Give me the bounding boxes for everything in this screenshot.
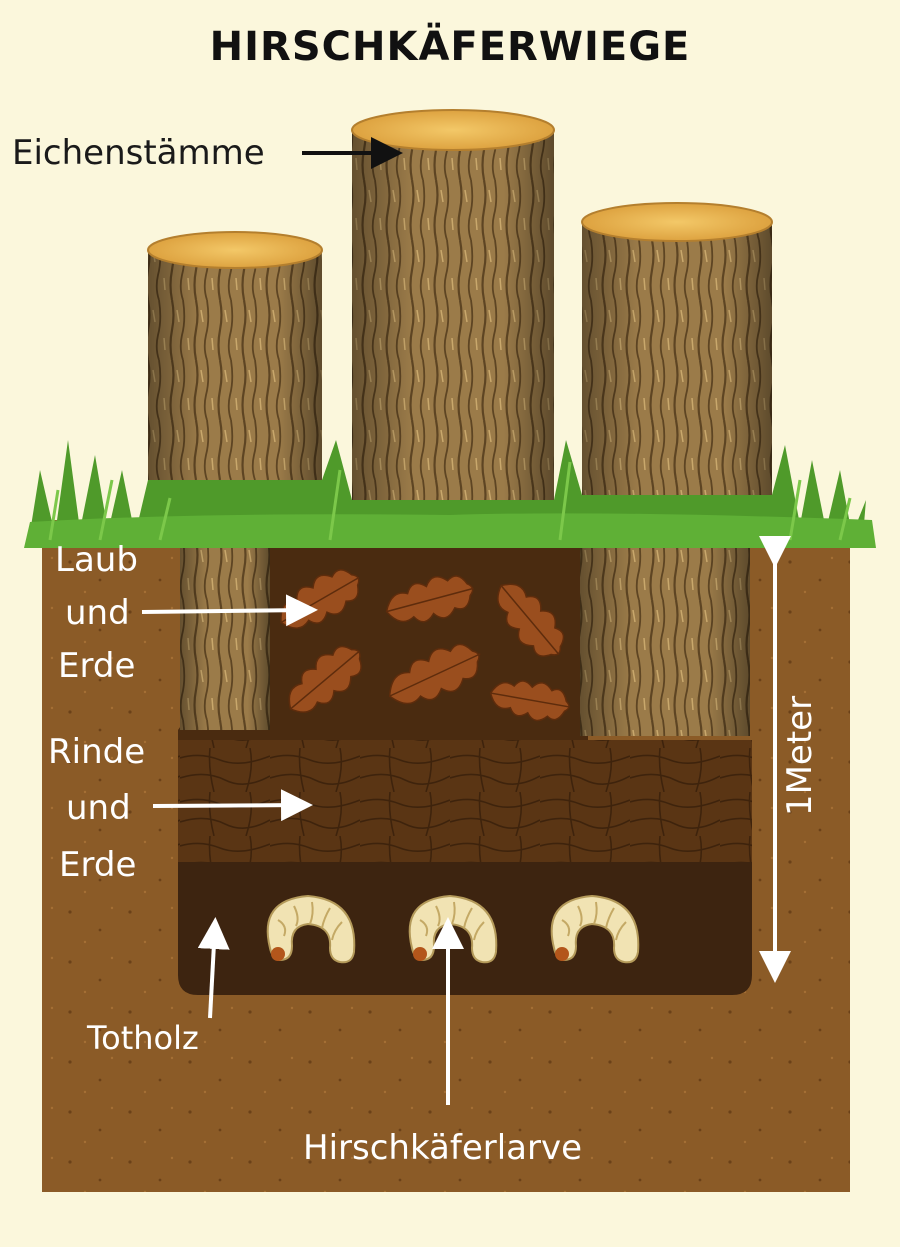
label-leaves-line1: Laub [55,540,138,580]
label-depth: 1Meter [780,695,820,817]
label-larva: Hirschkäferlarve [303,1128,583,1168]
label-bark-line3: Erde [59,845,137,885]
stag-beetle-larvae [266,894,640,964]
log-middle [351,109,555,535]
arrow-leaves [141,594,318,627]
label-logs: Eichenstämme [12,133,265,173]
arrow-bark [152,789,313,822]
grass [24,440,876,548]
label-deadwood: Totholz [87,1019,199,1057]
log-right [581,202,773,535]
label-bark-line1: Rinde [48,732,146,772]
underground-logs [180,540,750,736]
bark-soil-layer [178,740,752,862]
page-title: HIRSCHKÄFERWIEGE [209,24,691,70]
label-leaves-line2: und [65,593,130,633]
larva-1 [266,894,356,964]
larva-3 [550,894,640,964]
label-leaves-line3: Erde [58,646,136,686]
oak-leaves [280,569,570,722]
oak-logs [147,109,773,535]
arrows [141,137,791,1105]
label-bark-line2: und [66,788,131,828]
arrow-deadwood [197,917,230,1019]
leaf-soil-layer [178,545,588,740]
